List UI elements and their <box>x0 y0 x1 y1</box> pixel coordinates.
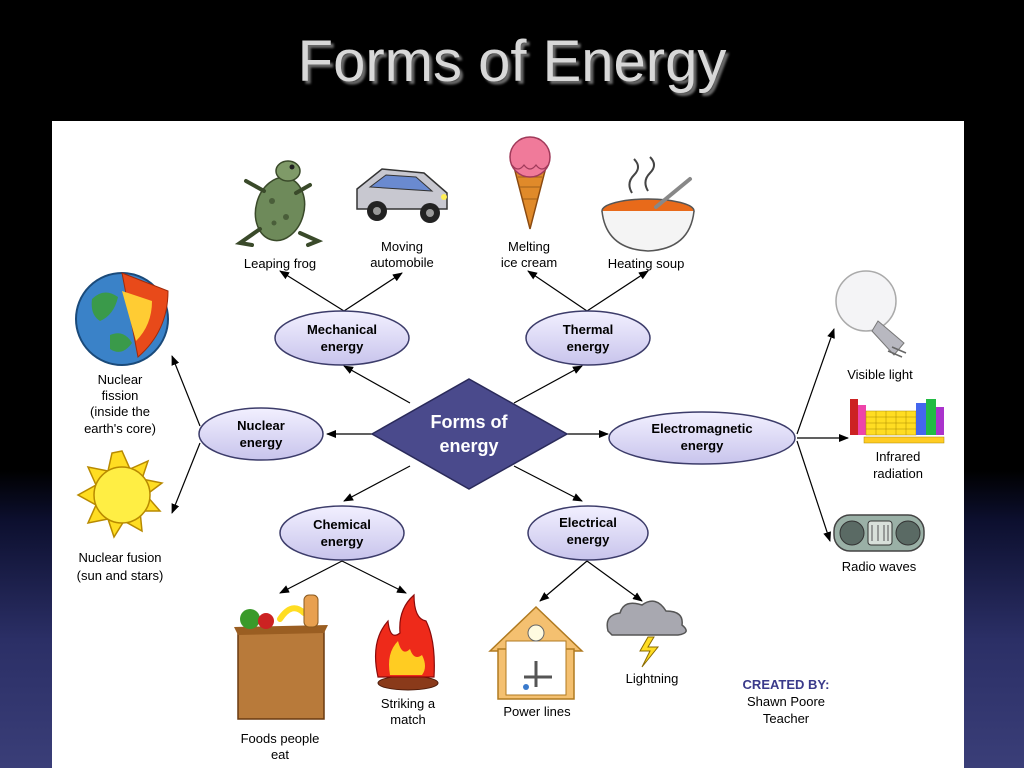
node-thermal-label: Thermal <box>563 322 614 337</box>
center-label-line2: energy <box>439 436 498 456</box>
node-mechanical-label: Mechanical <box>307 322 377 337</box>
label-match-2: match <box>390 712 425 727</box>
arrow-thermal-icecream <box>527 270 588 312</box>
slide-title: Forms of Energy <box>297 29 727 94</box>
label-nuclear-fission-1: Nuclear <box>98 372 143 387</box>
arrow-center-mechanical <box>343 365 411 404</box>
label-leaping-frog: Leaping frog <box>244 256 316 271</box>
arrow-nuclear-fusion <box>171 442 201 514</box>
ice-cream-icon <box>509 136 551 230</box>
label-melting-ice-cream-2: ice cream <box>501 255 557 270</box>
arrow-em-radio <box>796 440 831 542</box>
label-nuclear-fission-4: earth's core) <box>84 421 156 436</box>
light-bulb-icon <box>835 270 907 358</box>
node-mechanical-ellipse <box>274 310 410 366</box>
infrared-spectrum-icon <box>850 399 945 444</box>
center-label-line1: Forms of <box>430 412 508 432</box>
label-infrared-1: Infrared <box>876 449 921 464</box>
item-labels: Leaping frog Moving automobile Melting i… <box>77 239 923 762</box>
label-nuclear-fission-2: fission <box>102 388 139 403</box>
label-nuclear-fusion-2: (sun and stars) <box>77 568 164 583</box>
node-electrical-sublabel: energy <box>567 532 610 547</box>
node-electrical-label: Electrical <box>559 515 617 530</box>
lightning-cloud-icon <box>606 600 687 668</box>
node-chemical: Chemical energy <box>279 505 405 561</box>
center-node: Forms of energy <box>370 378 569 490</box>
node-thermal: Thermal energy <box>525 310 651 366</box>
fire-icon <box>375 593 439 691</box>
arrow-electrical-lightning <box>586 560 643 602</box>
node-nuclear-ellipse <box>198 407 324 461</box>
arrow-chemical-foods <box>279 560 343 594</box>
arrow-center-chemical <box>343 465 411 502</box>
arrow-mechanical-frog <box>279 270 345 312</box>
node-electromagnetic-sublabel: energy <box>681 438 724 453</box>
arrow-nuclear-fission <box>171 355 201 427</box>
node-electrical: Electrical energy <box>527 505 649 561</box>
center-arrows <box>326 365 609 502</box>
label-moving-automobile-1: Moving <box>381 239 423 254</box>
label-heating-soup: Heating soup <box>608 256 685 271</box>
label-match-1: Striking a <box>381 696 436 711</box>
credit-block: CREATED BY: Shawn Poore Teacher <box>743 677 830 726</box>
credit-heading: CREATED BY: <box>743 677 830 692</box>
label-nuclear-fusion-1: Nuclear fusion <box>78 550 161 565</box>
label-lightning: Lightning <box>626 671 679 686</box>
label-radio-waves: Radio waves <box>842 559 917 574</box>
node-mechanical-sublabel: energy <box>321 339 364 354</box>
arrow-center-thermal <box>513 365 583 404</box>
radio-icon <box>833 514 925 552</box>
credit-role: Teacher <box>763 711 810 726</box>
arrow-em-visible <box>796 328 835 435</box>
arrow-mechanical-automobile <box>343 272 403 312</box>
car-icon <box>356 168 448 223</box>
node-chemical-label: Chemical <box>313 517 371 532</box>
center-diamond <box>370 378 569 490</box>
node-electromagnetic: Electromagnetic energy <box>608 411 796 465</box>
node-thermal-sublabel: energy <box>567 339 610 354</box>
label-moving-automobile-2: automobile <box>370 255 434 270</box>
node-nuclear-sublabel: energy <box>240 435 283 450</box>
arrow-thermal-soup <box>586 270 649 312</box>
diagram-panel: Forms of energy Mechanical energy Therma… <box>52 121 964 768</box>
node-electrical-ellipse <box>527 505 649 561</box>
arrow-center-electrical <box>513 465 583 502</box>
label-power-lines: Power lines <box>503 704 571 719</box>
label-visible-light: Visible light <box>847 367 913 382</box>
label-nuclear-fission-3: (inside the <box>90 404 150 419</box>
node-thermal-ellipse <box>525 310 651 366</box>
arrow-electrical-power <box>539 560 588 602</box>
power-house-icon <box>488 605 584 700</box>
frog-icon <box>234 160 324 247</box>
item-arrows <box>171 270 849 602</box>
label-melting-ice-cream-1: Melting <box>508 239 550 254</box>
label-foods-2: eat <box>271 747 289 762</box>
node-nuclear-label: Nuclear <box>237 418 285 433</box>
node-nuclear: Nuclear energy <box>198 407 324 461</box>
arrow-chemical-match <box>341 560 407 594</box>
label-infrared-2: radiation <box>873 466 923 481</box>
grocery-bag-icon <box>234 594 328 720</box>
label-foods-1: Foods people <box>241 731 320 746</box>
credit-name: Shawn Poore <box>747 694 825 709</box>
soup-bowl-icon <box>601 156 695 252</box>
node-electromagnetic-label: Electromagnetic <box>651 421 752 436</box>
earth-core-icon <box>75 272 169 366</box>
node-chemical-ellipse <box>279 505 405 561</box>
node-mechanical: Mechanical energy <box>274 310 410 366</box>
sun-icon <box>76 450 164 539</box>
concept-map: Forms of energy Mechanical energy Therma… <box>75 136 945 762</box>
node-chemical-sublabel: energy <box>321 534 364 549</box>
node-electromagnetic-ellipse <box>608 411 796 465</box>
